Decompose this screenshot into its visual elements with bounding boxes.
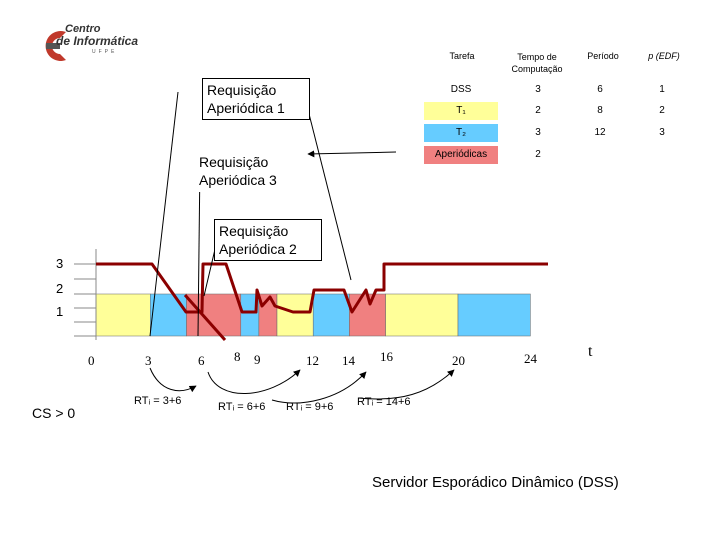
x-tick-9: 9 — [254, 352, 261, 367]
callout-request-2: Requisição Aperiódica 2 — [214, 219, 322, 261]
schedule-blocks — [95, 293, 531, 337]
rt-label-4: RTᵢ = 14+6 — [357, 396, 411, 408]
x-tick-16: 16 — [380, 349, 393, 364]
table-header-task: Tarefa — [449, 51, 475, 61]
rt-label-2: RTᵢ = 6+6 — [218, 401, 266, 413]
callout-request-1: Requisição Aperiódica 1 — [202, 78, 310, 120]
schedule-block-t1 — [385, 293, 459, 337]
y-label-3: 3 — [56, 256, 64, 271]
table-row-task: Aperiódicas — [424, 146, 498, 164]
schedule-block-aperiodic — [186, 293, 242, 337]
logo-text-ufpe: UFPE — [92, 49, 118, 55]
rt-label-3: RTᵢ = 9+6 — [286, 401, 334, 413]
logo-text-informatica: de Informática — [56, 34, 139, 48]
logo: Centro de Informática UFPE — [36, 22, 146, 70]
table-header-priority: p (EDF) — [648, 51, 680, 61]
schedule-block-t2 — [457, 293, 531, 337]
x-tick-0: 0 — [88, 353, 95, 368]
schedule-block-t2 — [312, 293, 350, 337]
x-tick-14: 14 — [342, 353, 355, 368]
table-row-comp: 2 — [535, 149, 541, 160]
table-row-comp: 3 — [535, 84, 541, 95]
x-tick-8: 8 — [234, 349, 241, 364]
pointer-arrow — [307, 150, 397, 158]
table-row-prio: 1 — [659, 84, 665, 95]
table-row-prio: 3 — [659, 127, 665, 138]
schedule-block-t1 — [95, 293, 151, 337]
response-arrows — [149, 367, 455, 404]
table-header-period: Período — [587, 51, 619, 61]
y-label-1: 1 — [56, 304, 64, 319]
table-row-comp: 2 — [535, 105, 541, 116]
table-row-period: 8 — [597, 105, 603, 116]
table-row-period: 12 — [594, 127, 606, 138]
diagram-caption: Servidor Esporádico Dinâmico (DSS) — [372, 474, 619, 491]
cs-label: CS > 0 — [32, 405, 76, 421]
y-label-2: 2 — [56, 281, 64, 296]
x-tick-3: 3 — [145, 353, 152, 368]
x-tick-12: 12 — [306, 353, 319, 368]
table-row-task: T₂ — [424, 124, 498, 142]
table-row-task: DSS — [450, 84, 472, 95]
capacity-line — [96, 262, 548, 314]
schedule-block-t1 — [276, 293, 314, 337]
table-header-computation: Tempo de Computação — [511, 52, 563, 74]
logo-emblem-icon — [45, 31, 66, 61]
schedule-block-t2 — [150, 293, 187, 337]
x-tick-6: 6 — [198, 353, 205, 368]
x-axis-label: t — [588, 343, 593, 360]
extra-drop-line — [183, 294, 227, 341]
schedule-block-aperiodic — [349, 293, 386, 337]
table-row-task: T₁ — [424, 102, 498, 120]
table-row-comp: 3 — [535, 127, 541, 138]
table-row-prio: 2 — [659, 105, 665, 116]
x-tick-24: 24 — [524, 351, 537, 366]
rt-label-1: RTᵢ = 3+6 — [134, 395, 182, 407]
table-row-period: 6 — [597, 84, 603, 95]
x-tick-20: 20 — [452, 353, 465, 368]
callout-request-3: Requisição Aperiódica 3 — [194, 150, 304, 192]
logo-text-centro: Centro — [65, 23, 101, 35]
grid-lines — [74, 249, 97, 340]
